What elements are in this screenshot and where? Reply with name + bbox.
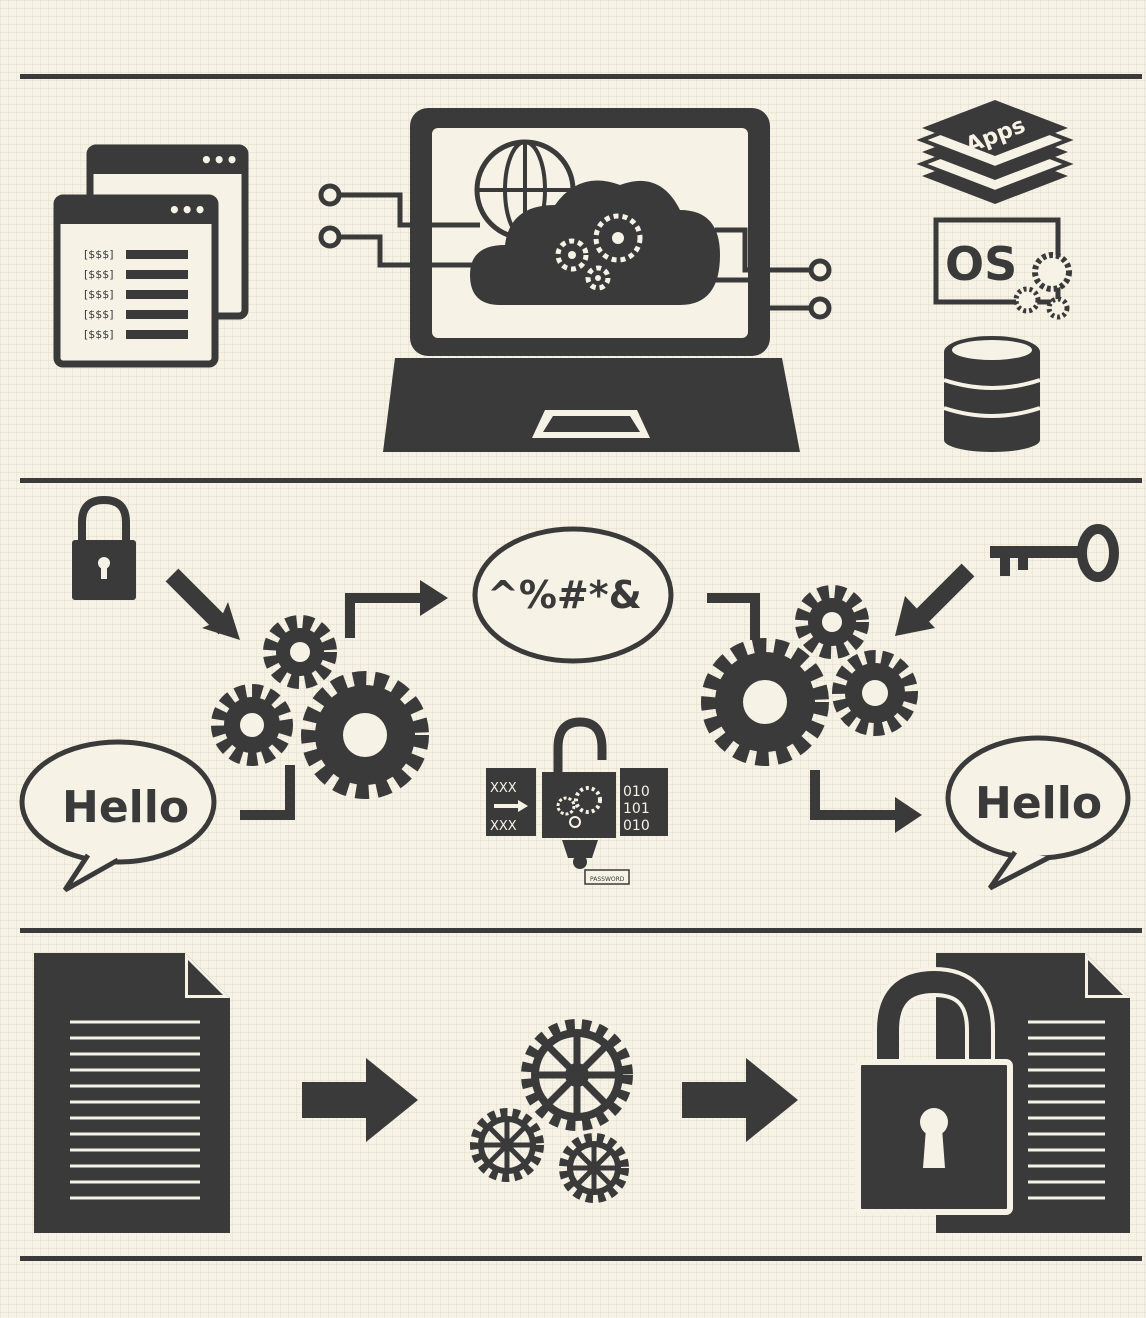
padlock-icon (72, 495, 136, 600)
svg-text:PASSWORD: PASSWORD (590, 876, 625, 883)
svg-text:XXX: XXX (490, 819, 517, 834)
file-encryption-icon: XXX XXX 010 101 010 PASSWORD (486, 717, 668, 885)
svg-text:•••: ••• (200, 148, 238, 172)
connector-line-right (707, 593, 760, 640)
svg-text:•••: ••• (168, 198, 206, 222)
svg-text:010: 010 (623, 818, 650, 834)
svg-text:XXX: XXX (490, 781, 517, 796)
database-icon (943, 336, 1041, 452)
apps-stack-icon: Apps (916, 100, 1074, 204)
divider-line-4 (20, 1256, 1142, 1261)
svg-text:Hello: Hello (975, 778, 1102, 829)
svg-text:101: 101 (623, 801, 650, 817)
svg-text:[$$$]: [$$$] (84, 288, 114, 301)
encrypt-gears-icon (211, 615, 429, 799)
key-icon (990, 524, 1119, 582)
svg-text:[$$$]: [$$$] (84, 328, 114, 341)
divider-line-1 (20, 74, 1142, 79)
elbow-arrow-down-right-icon (810, 770, 922, 833)
divider-line-2 (20, 478, 1142, 483)
gears-icon (470, 1019, 633, 1203)
svg-text:^%#*&: ^%#*& (487, 573, 642, 617)
down-right-arrow-shaft (165, 568, 232, 635)
divider-line-3 (20, 928, 1142, 933)
elbow-arrow-right-icon (345, 580, 448, 638)
svg-text:[$$$]: [$$$] (84, 268, 114, 281)
os-box-icon: OS (933, 217, 1072, 320)
laptop-cloud-icon (318, 108, 832, 452)
down-left-arrow-shaft (908, 563, 975, 630)
right-arrow-icon-2 (682, 1058, 798, 1142)
down-left-arrow-icon (895, 596, 935, 636)
hello-bubble-right: Hello (945, 735, 1131, 891)
right-arrow-icon (302, 1058, 418, 1142)
svg-text:OS: OS (945, 237, 1017, 291)
svg-text:[$$$]: [$$$] (84, 248, 114, 261)
ciphertext-bubble: ^%#*& (472, 526, 674, 664)
document-icon (34, 953, 230, 1233)
locked-document-icon (855, 953, 1130, 1233)
decrypt-gears-icon (701, 585, 918, 766)
connector-line-left (240, 765, 295, 820)
svg-text:010: 010 (623, 784, 650, 800)
svg-text:[$$$]: [$$$] (84, 308, 114, 321)
terminal-windows-icon: ••• ••• [$$$] [$$$] [$$$] [$$$] [$$$] (53, 144, 249, 368)
svg-text:Hello: Hello (62, 782, 189, 833)
hello-bubble-left: Hello (19, 739, 217, 893)
